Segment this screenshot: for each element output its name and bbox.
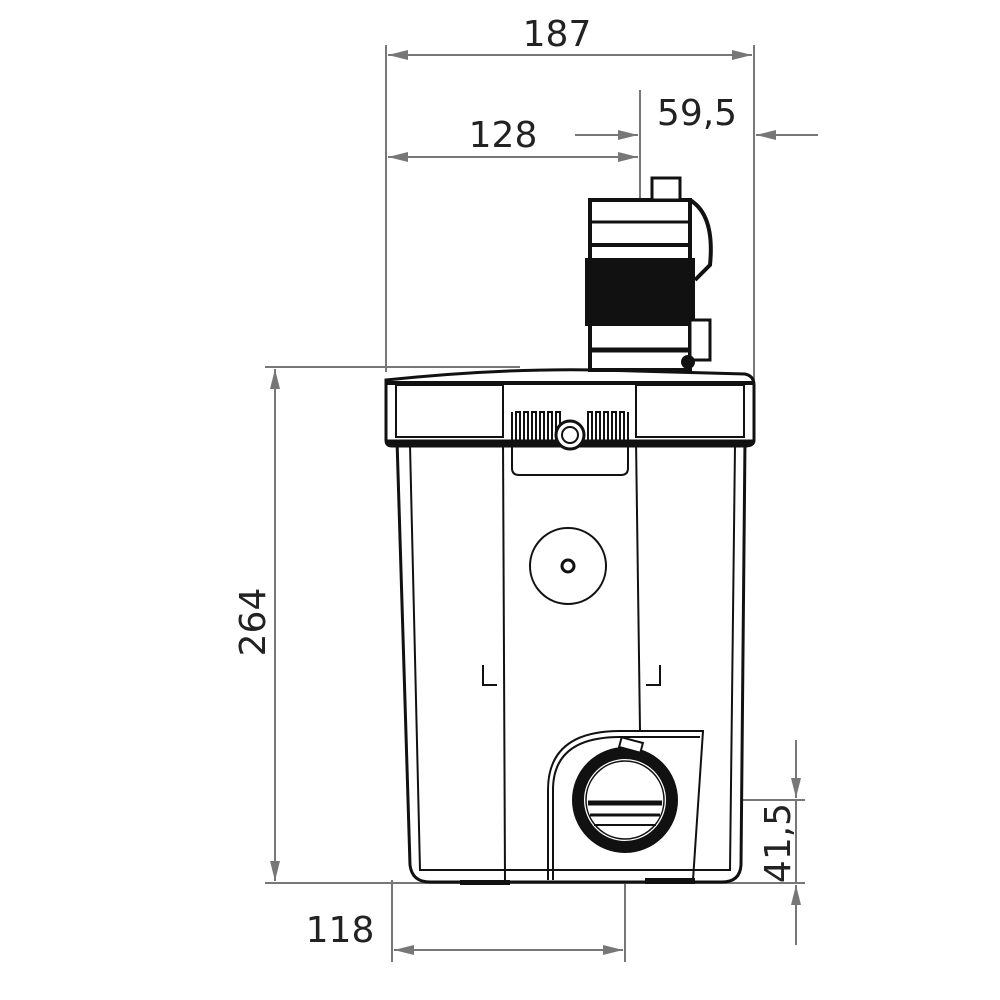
- grill-slot: [539, 411, 545, 447]
- grill-slot: [547, 411, 553, 447]
- dim-height: 264: [233, 588, 274, 657]
- top-outlet-pipe: [585, 176, 713, 372]
- pump-body: [384, 368, 756, 885]
- dim-bottom-outlet-offset: 118: [306, 910, 375, 951]
- dim-outlet-center-offset: 128: [469, 115, 538, 156]
- grill-slot: [619, 411, 625, 447]
- dim-overall-width: 187: [523, 14, 592, 55]
- dim-bottom-outlet-height: 41,5: [758, 803, 799, 883]
- grill-slot: [603, 411, 609, 447]
- dimension-lines: [270, 50, 818, 955]
- grill-slot: [595, 411, 601, 447]
- dim-outlet-to-edge: 59,5: [657, 93, 737, 134]
- grill-slot: [523, 411, 529, 447]
- grill-slot: [515, 411, 521, 447]
- grill-panel: [511, 411, 629, 476]
- front-port-dot: [560, 558, 576, 574]
- grill-slot: [587, 411, 593, 447]
- front-port-circle: [529, 527, 607, 605]
- grill-slot: [531, 411, 537, 447]
- bottom-outlet: [547, 730, 705, 881]
- grill-slot: [611, 411, 617, 447]
